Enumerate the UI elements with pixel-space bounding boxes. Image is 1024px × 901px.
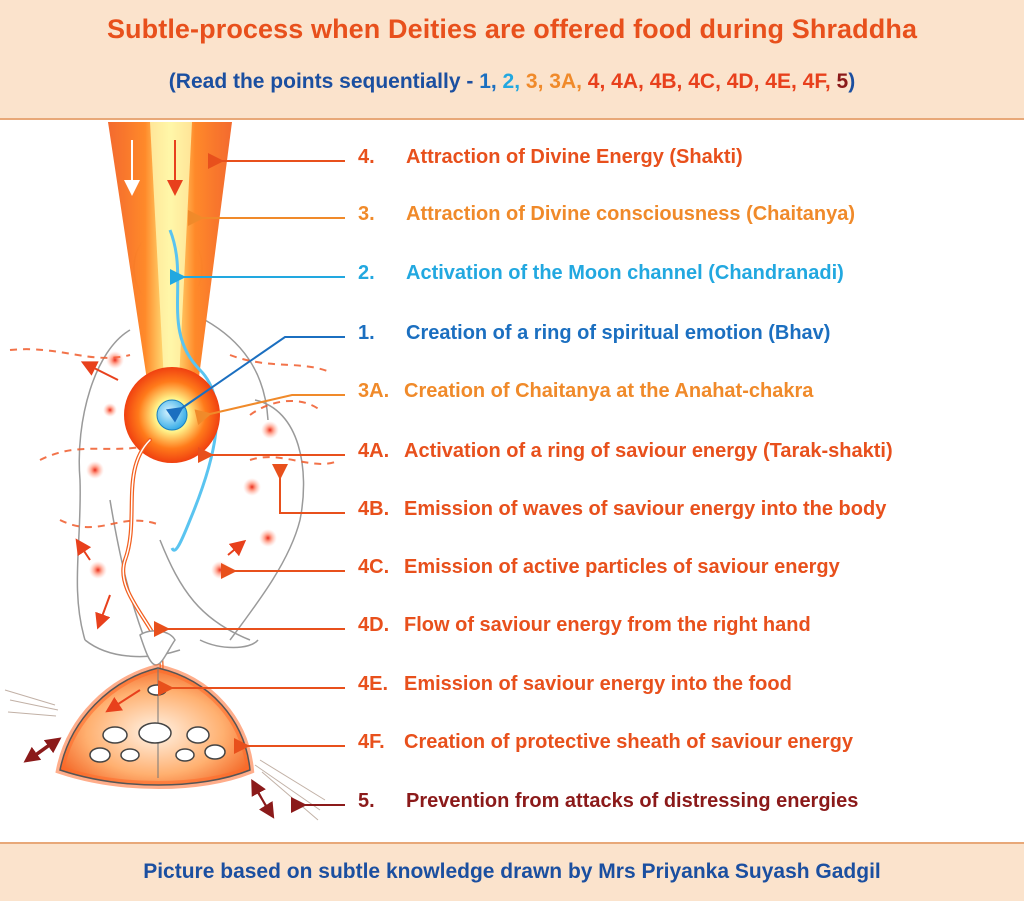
sequence-list: 1, 2, 3, 3A, 4, 4A, 4B, 4C, 4D, 4E, 4F, … bbox=[479, 70, 848, 93]
figure-leg bbox=[159, 539, 251, 641]
sequence-item: 4F bbox=[802, 70, 825, 93]
process-label: 4A. Activation of a ring of saviour energ… bbox=[358, 440, 893, 463]
figure-back bbox=[76, 329, 131, 641]
process-label: 4B. Emission of waves of saviour energy i… bbox=[358, 498, 886, 521]
sequence-separator: , bbox=[599, 70, 612, 93]
step-number: 4F. bbox=[358, 731, 385, 753]
step-number: 4B. bbox=[358, 498, 390, 520]
footer-credit: Picture based on subtle knowledge drawn … bbox=[143, 860, 881, 883]
sequence-item: 3A bbox=[549, 70, 577, 93]
process-label: 3A. Creation of Chaitanya at the Anahat-c… bbox=[358, 380, 813, 403]
sequence-instruction: (Read the points sequentially - 1, 2, 3,… bbox=[0, 70, 1024, 94]
step-number: 4A. bbox=[358, 440, 390, 462]
step-number: 4C. bbox=[358, 556, 390, 578]
step-number: 5. bbox=[358, 790, 375, 812]
step-text: Emission of saviour energy into the food bbox=[404, 673, 792, 695]
sequence-item: 3 bbox=[525, 70, 538, 93]
step-number: 4E. bbox=[358, 673, 389, 695]
saviour-energy-flow-core bbox=[122, 439, 163, 691]
step-text: Creation of Chaitanya at the Anahat-chak… bbox=[404, 380, 814, 402]
illustration bbox=[4, 122, 345, 821]
seated-figure bbox=[76, 227, 305, 658]
step-text: Activation of a ring of saviour energy (… bbox=[404, 440, 893, 462]
sequence-separator: , bbox=[576, 70, 588, 93]
sequence-separator: , bbox=[753, 70, 766, 93]
process-label: 2. Activation of the Moon channel (Chandr… bbox=[358, 262, 844, 285]
arrow-3a bbox=[194, 394, 345, 425]
food-portions bbox=[89, 684, 226, 763]
footer-banner: Picture based on subtle knowledge drawn … bbox=[0, 842, 1024, 901]
leaf-outline bbox=[59, 667, 251, 786]
sequence-separator: , bbox=[490, 70, 503, 93]
process-label: 3. Attraction of Divine consciousness (Ch… bbox=[358, 203, 855, 226]
subtitle-prefix: (Read the points sequentially - bbox=[168, 70, 480, 93]
step-number: 3A. bbox=[358, 380, 390, 402]
bhav-ring bbox=[156, 399, 188, 431]
figure-foot bbox=[199, 639, 259, 649]
sequence-separator: , bbox=[715, 70, 727, 93]
arrow-4b bbox=[272, 464, 345, 514]
step-text: Creation of protective sheath of saviour… bbox=[404, 731, 853, 753]
step-number: 4. bbox=[358, 146, 375, 168]
sequence-item: 4C bbox=[688, 70, 716, 93]
subtitle-suffix: ) bbox=[848, 70, 856, 93]
process-label: 4. Attraction of Divine Energy (Shakti) bbox=[358, 146, 743, 169]
header-banner: Subtle-process when Deities are offered … bbox=[0, 0, 1024, 120]
step-text: Prevention from attacks of distressing e… bbox=[406, 790, 859, 812]
sequence-item: 4D bbox=[726, 70, 754, 93]
step-number: 1. bbox=[358, 322, 375, 344]
step-text: Emission of waves of saviour energy into… bbox=[404, 498, 887, 520]
sequence-separator: , bbox=[790, 70, 803, 93]
sequence-item: 4A bbox=[611, 70, 639, 93]
sequence-item: 5 bbox=[836, 70, 849, 93]
figure-knee bbox=[229, 399, 305, 641]
step-text: Emission of active particles of saviour … bbox=[404, 556, 840, 578]
sequence-item: 4 bbox=[587, 70, 600, 93]
step-text: Flow of saviour energy from the right ha… bbox=[404, 614, 811, 636]
right-hand bbox=[139, 630, 176, 666]
figure-seat bbox=[84, 639, 181, 658]
process-label: 1. Creation of a ring of spiritual emotio… bbox=[358, 322, 830, 345]
step-text: Attraction of Divine Energy (Shakti) bbox=[406, 146, 743, 168]
energy-particles bbox=[86, 351, 279, 579]
process-label: 4D. Flow of saviour energy from the right… bbox=[358, 614, 811, 637]
sequence-separator: , bbox=[676, 70, 689, 93]
step-number: 2. bbox=[358, 262, 375, 284]
step-number: 3. bbox=[358, 203, 375, 225]
distressing-energies bbox=[4, 689, 326, 821]
process-label: 4F. Creation of protective sheath of savi… bbox=[358, 731, 853, 754]
internal-arrows bbox=[23, 140, 275, 819]
step-number: 4D. bbox=[358, 614, 390, 636]
sequence-separator: , bbox=[514, 70, 526, 93]
sequence-item: 4E bbox=[765, 70, 791, 93]
process-label: 5. Prevention from attacks of distressing… bbox=[358, 790, 858, 813]
leader-arrows bbox=[154, 153, 345, 813]
arrow-1 bbox=[165, 336, 345, 423]
step-text: Attraction of Divine consciousness (Chai… bbox=[406, 203, 855, 225]
step-text: Activation of the Moon channel (Chandran… bbox=[406, 262, 844, 284]
page-title: Subtle-process when Deities are offered … bbox=[106, 14, 918, 44]
step-text: Creation of a ring of spiritual emotion … bbox=[406, 322, 831, 344]
sequence-separator: , bbox=[537, 70, 550, 93]
process-label: 4E. Emission of saviour energy into the f… bbox=[358, 673, 792, 696]
sequence-separator: , bbox=[638, 70, 650, 93]
sequence-item: 2 bbox=[502, 70, 515, 93]
sequence-separator: , bbox=[824, 70, 837, 93]
sequence-item: 1 bbox=[479, 70, 491, 93]
process-label: 4C. Emission of active particles of savio… bbox=[358, 556, 840, 579]
sequence-item: 4B bbox=[649, 70, 677, 93]
